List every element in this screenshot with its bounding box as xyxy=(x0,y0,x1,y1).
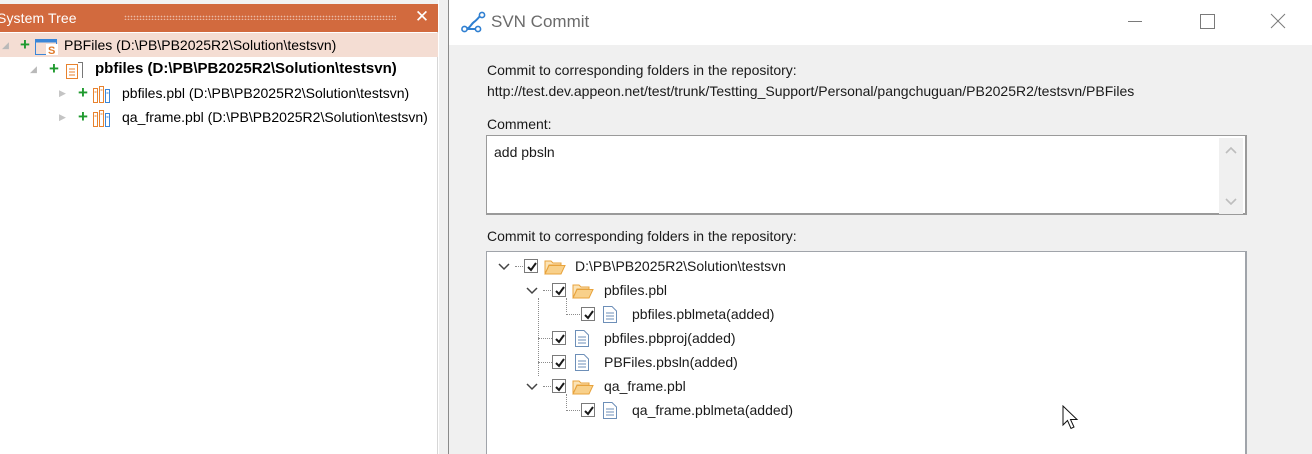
tree-item-library[interactable]: ▶ + pbfiles.pbl (D:\PB\PB2025R2\Solution… xyxy=(0,81,438,105)
file-tree-label: pbfiles.pbl xyxy=(604,282,668,298)
tree-item-solution[interactable]: ◢ + S PBFiles (D:\PB\PB2025R2\Solution\t… xyxy=(0,33,438,57)
file-tree-item[interactable]: D:\PB\PB2025R2\Solution\testsvn xyxy=(487,254,1187,278)
library-icon xyxy=(93,85,115,105)
tree-connector xyxy=(566,410,580,411)
file-tree-item[interactable]: qa_frame.pblmeta(added) xyxy=(487,398,1187,422)
checkbox[interactable] xyxy=(552,331,566,345)
checkbox[interactable] xyxy=(581,307,595,321)
document-icon xyxy=(603,306,617,330)
system-tree-header[interactable]: System Tree ✕ xyxy=(0,4,438,32)
tree-connector xyxy=(515,266,523,267)
added-plus-icon: + xyxy=(49,59,59,78)
repo-url: http://test.dev.appeon.net/test/trunk/Te… xyxy=(487,83,1135,99)
dialog-title: SVN Commit xyxy=(491,12,590,31)
tree-item-library[interactable]: ▶ + qa_frame.pbl (D:\PB\PB2025R2\Solutio… xyxy=(0,105,438,129)
comment-textarea[interactable]: add pbsln xyxy=(486,135,1247,215)
added-plus-icon: + xyxy=(20,35,30,54)
system-tree-panel: System Tree ✕ ◢ + S PBFiles (D:\PB\PB202… xyxy=(0,0,438,454)
tree-connector xyxy=(538,362,552,363)
chevron-down-icon[interactable] xyxy=(525,374,539,398)
maximize-button[interactable] xyxy=(1183,0,1229,45)
scroll-up-icon[interactable] xyxy=(1219,142,1243,160)
solution-icon: S xyxy=(35,37,59,57)
minimize-button[interactable] xyxy=(1111,0,1157,45)
project-icon xyxy=(64,61,86,81)
drag-grip[interactable] xyxy=(124,15,396,20)
comment-value: add pbsln xyxy=(494,144,555,160)
file-tree-item[interactable]: PBFiles.pbsln(added) xyxy=(487,350,1187,374)
checkbox[interactable] xyxy=(552,379,566,393)
file-tree-label: pbfiles.pbproj(added) xyxy=(604,330,736,346)
svg-text:S: S xyxy=(48,45,55,55)
panel-top-edge xyxy=(0,0,438,4)
file-tree-label: PBFiles.pbsln(added) xyxy=(604,354,738,370)
splitter[interactable] xyxy=(439,0,448,454)
folder-open-icon xyxy=(572,378,594,402)
tree-item-label: pbfiles (D:\PB\PB2025R2\Solution\testsvn… xyxy=(95,60,397,77)
dialog-titlebar[interactable]: SVN Commit xyxy=(449,0,1312,45)
file-tree-item[interactable]: qa_frame.pbl xyxy=(487,374,1187,398)
checkbox[interactable] xyxy=(581,403,595,417)
close-icon xyxy=(1270,13,1286,29)
tree-connector xyxy=(538,338,552,339)
tree-connector xyxy=(566,394,567,408)
tree-item-project[interactable]: ◢ + pbfiles (D:\PB\PB2025R2\Solution\tes… xyxy=(0,57,438,81)
scroll-down-icon[interactable] xyxy=(1219,192,1243,210)
mouse-pointer-icon xyxy=(1062,404,1082,437)
files-label: Commit to corresponding folders in the r… xyxy=(487,228,797,244)
maximize-icon xyxy=(1200,14,1215,29)
library-icon xyxy=(93,109,115,129)
tree-connector xyxy=(543,290,551,291)
folder-open-icon xyxy=(544,258,566,282)
file-tree-item[interactable]: pbfiles.pbl xyxy=(487,278,1187,302)
tree-connector xyxy=(566,314,580,315)
chevron-down-icon[interactable] xyxy=(525,278,539,302)
checkbox[interactable] xyxy=(552,283,566,297)
file-tree-label: pbfiles.pblmeta(added) xyxy=(632,306,775,322)
file-tree-item[interactable]: pbfiles.pbproj(added) xyxy=(487,326,1187,350)
document-icon xyxy=(575,330,589,354)
tree-connector xyxy=(566,298,567,312)
tree-connector xyxy=(538,298,539,376)
added-plus-icon: + xyxy=(78,83,88,102)
file-tree-item[interactable]: pbfiles.pblmeta(added) xyxy=(487,302,1187,326)
added-plus-icon: + xyxy=(78,107,88,126)
repo-label: Commit to corresponding folders in the r… xyxy=(487,62,797,78)
svn-commit-dialog: SVN Commit Commit to corresponding folde… xyxy=(448,0,1312,454)
tree-connector xyxy=(543,386,551,387)
expanded-triangle-icon[interactable]: ◢ xyxy=(2,40,9,50)
expanded-triangle-icon[interactable]: ◢ xyxy=(30,64,37,74)
close-icon[interactable]: ✕ xyxy=(414,7,430,27)
checkbox[interactable] xyxy=(552,355,566,369)
system-tree-title: System Tree xyxy=(0,10,77,26)
chevron-down-icon[interactable] xyxy=(497,254,511,278)
file-tree-label: qa_frame.pblmeta(added) xyxy=(632,402,794,418)
minimize-icon xyxy=(1128,21,1142,22)
file-tree-label: qa_frame.pbl xyxy=(604,378,686,394)
collapsed-triangle-icon[interactable]: ▶ xyxy=(59,88,66,98)
collapsed-triangle-icon[interactable]: ▶ xyxy=(59,112,66,122)
tree-item-label: qa_frame.pbl (D:\PB\PB2025R2\Solution\te… xyxy=(122,109,428,125)
close-button[interactable] xyxy=(1255,0,1301,45)
svn-branch-icon xyxy=(461,11,487,33)
commit-files-tree[interactable]: D:\PB\PB2025R2\Solution\testsvn pbfiles.… xyxy=(486,251,1247,454)
comment-scrollbar[interactable] xyxy=(1219,138,1243,214)
comment-label: Comment: xyxy=(487,116,552,132)
tree-item-label: pbfiles.pbl (D:\PB\PB2025R2\Solution\tes… xyxy=(122,85,410,101)
document-icon xyxy=(603,402,617,426)
folder-open-icon xyxy=(572,282,594,306)
checkbox[interactable] xyxy=(524,259,538,273)
file-tree-label: D:\PB\PB2025R2\Solution\testsvn xyxy=(575,258,786,274)
document-icon xyxy=(575,354,589,378)
tree-item-label: PBFiles (D:\PB\PB2025R2\Solution\testsvn… xyxy=(64,37,337,53)
